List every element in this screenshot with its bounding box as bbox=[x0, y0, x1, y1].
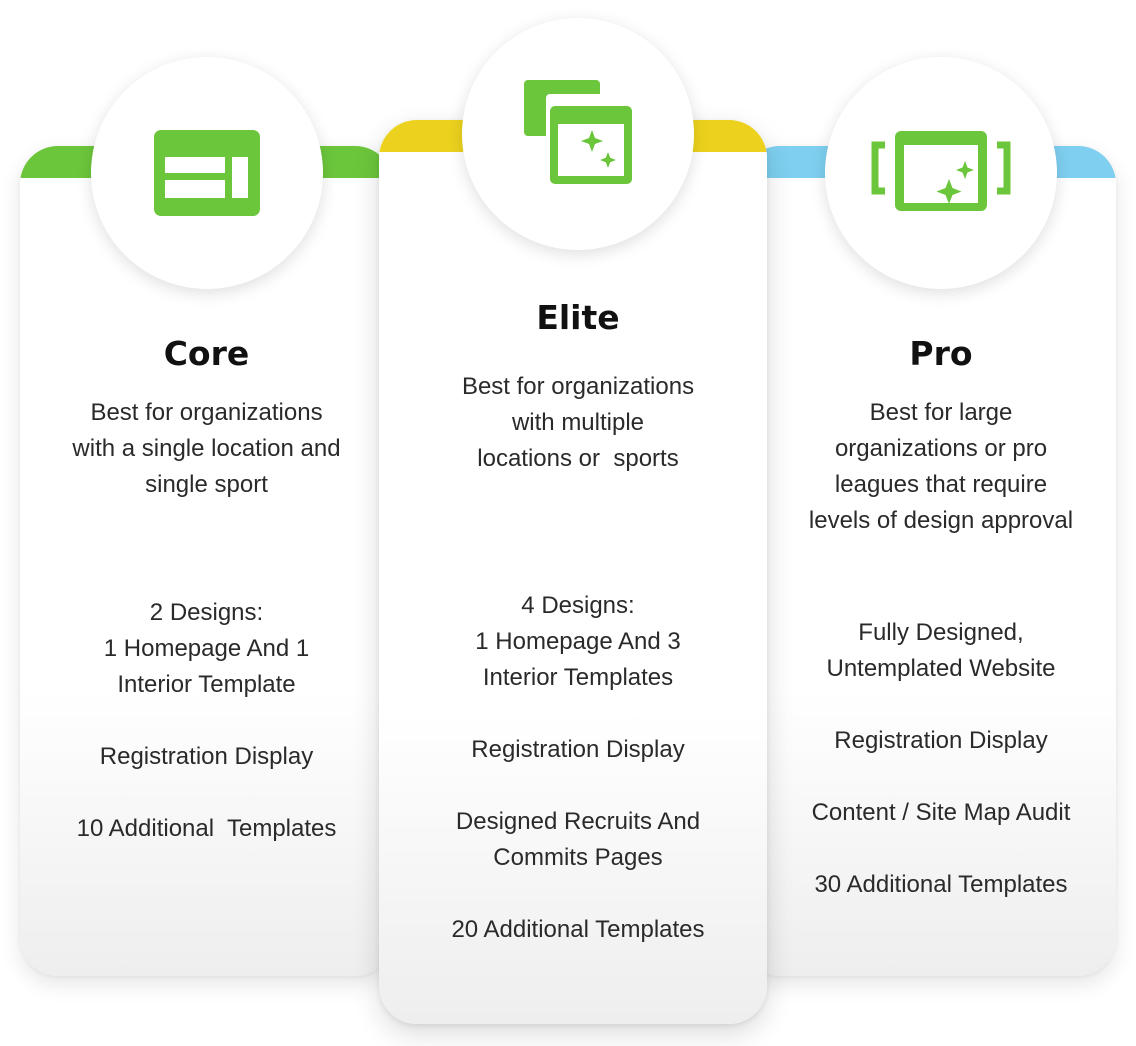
feature-line: Registration Display bbox=[834, 727, 1048, 754]
elite-plan-title: Elite bbox=[536, 298, 620, 337]
core-feature-designs: 2 Designs: 1 Homepage And 1 Interior Tem… bbox=[20, 595, 393, 703]
feature-line: Untemplated Website bbox=[826, 655, 1056, 682]
elite-feature-designs: 4 Designs: 1 Homepage And 3 Interior Tem… bbox=[379, 588, 777, 696]
pro-feature-design: Fully Designed, Untemplated Website bbox=[752, 615, 1130, 687]
custom-website-sparkle-icon bbox=[871, 131, 1011, 211]
elite-description-line: locations or sports bbox=[477, 445, 679, 472]
core-description-line: Best for organizations bbox=[90, 399, 323, 426]
elite-feature-templates: 20 Additional Templates bbox=[379, 912, 777, 948]
feature-line: Content / Site Map Audit bbox=[811, 799, 1071, 826]
pro-icon-circle bbox=[825, 57, 1057, 289]
elite-description-line: with multiple bbox=[511, 409, 645, 436]
feature-line: 2 Designs: bbox=[149, 599, 264, 626]
feature-line: 30 Additional Templates bbox=[814, 871, 1068, 898]
elite-icon-circle bbox=[462, 18, 694, 250]
elite-description-line: Best for organizations bbox=[461, 373, 695, 400]
feature-line: Registration Display bbox=[99, 743, 314, 770]
core-icon-circle bbox=[91, 57, 323, 289]
feature-line: 4 Designs: bbox=[521, 592, 635, 619]
pro-description-line: organizations or pro bbox=[834, 435, 1048, 462]
pro-description-line: Best for large bbox=[869, 399, 1013, 426]
pro-feature-templates: 30 Additional Templates bbox=[752, 867, 1130, 903]
elite-feature-recruits: Designed Recruits And Commits Pages bbox=[379, 804, 777, 876]
pro-feature-audit: Content / Site Map Audit bbox=[752, 795, 1130, 831]
core-content: Core Best for organizations with a singl… bbox=[20, 0, 393, 1046]
feature-line: Interior Template bbox=[117, 671, 296, 698]
feature-line: 10 Additional Templates bbox=[76, 815, 337, 842]
pro-description: Best for large organizations or pro leag… bbox=[752, 395, 1130, 539]
elite-feature-registration: Registration Display bbox=[379, 732, 777, 768]
core-feature-templates: 10 Additional Templates bbox=[20, 811, 393, 847]
feature-line: Fully Designed, bbox=[858, 619, 1024, 646]
feature-line: Commits Pages bbox=[493, 844, 663, 871]
core-plan-title: Core bbox=[163, 334, 250, 373]
feature-line: Interior Templates bbox=[482, 664, 674, 691]
elite-content: Elite Best for organizations with multip… bbox=[379, 0, 777, 1046]
elite-description: Best for organizations with multiple loc… bbox=[379, 369, 777, 477]
core-feature-registration: Registration Display bbox=[20, 739, 393, 775]
pro-description-line: leagues that require bbox=[834, 471, 1048, 498]
feature-line: 1 Homepage And 1 bbox=[103, 635, 310, 662]
pro-content: Pro Best for large organizations or pro … bbox=[752, 0, 1130, 1046]
pro-feature-registration: Registration Display bbox=[752, 723, 1130, 759]
layout-template-icon bbox=[154, 130, 260, 216]
pro-plan-title: Pro bbox=[909, 334, 973, 373]
multiple-windows-sparkle-icon bbox=[524, 80, 632, 184]
feature-line: 1 Homepage And 3 bbox=[475, 628, 681, 655]
feature-line: 20 Additional Templates bbox=[451, 916, 705, 943]
feature-line: Registration Display bbox=[471, 736, 685, 763]
pro-description-line: levels of design approval bbox=[808, 507, 1074, 534]
core-description-line: with a single location and bbox=[72, 435, 341, 462]
feature-line: Designed Recruits And bbox=[455, 808, 701, 835]
core-description: Best for organizations with a single loc… bbox=[20, 395, 393, 503]
core-description-line: single sport bbox=[145, 471, 268, 498]
